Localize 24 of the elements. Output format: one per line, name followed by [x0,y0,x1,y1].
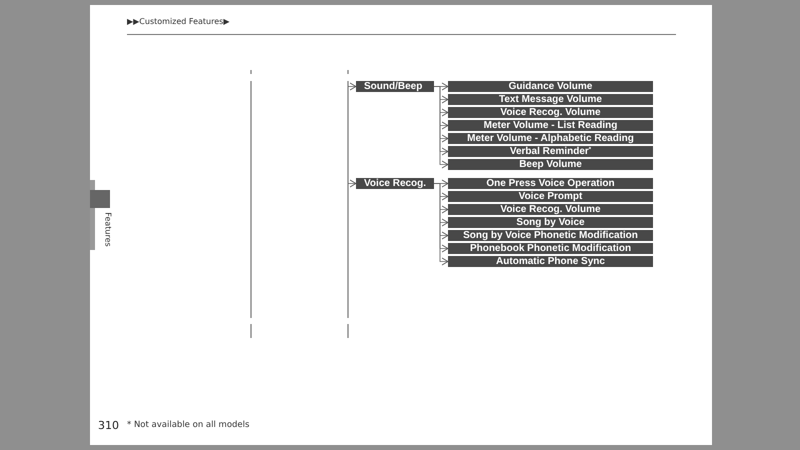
menu-item-box: Phonebook Phonetic Modification [448,243,653,254]
page-number: 310 [98,419,119,432]
menu-item-box: Song by Voice Phonetic Modification [448,230,653,241]
menu-item-box: Verbal Reminder$^{*}$ [448,146,653,157]
menu-item-box: One Press Voice Operation [448,178,653,189]
menu-item-box: Meter Volume - List Reading [448,120,653,131]
menu-item-box: Automatic Phone Sync [448,256,653,267]
menu-item-box: Guidance Volume [448,81,653,92]
section-header: ▶▶Customized Features▶ [127,17,230,26]
menu-item-box: Beep Volume [448,159,653,170]
footnote: * Not available on all models [127,420,250,430]
menu-item-box: Sound/Beep [356,81,434,92]
menu-item-box: Song by Voice [448,217,653,228]
arrow [348,82,356,90]
arrow [348,180,356,188]
arrow [434,86,448,168]
tab-label: Features [104,212,113,247]
menu-item-box: Voice Recog. Volume [448,107,653,118]
menu-item-box: Voice Prompt [448,191,653,202]
arrow [434,183,448,266]
menu-item-box: Voice Recog. Volume [448,204,653,215]
menu-item-box: Voice Recog. [356,178,434,189]
menu-item-box: Text Message Volume [448,94,653,105]
menu-item-box: Meter Volume - Alphabetic Reading [448,133,653,144]
